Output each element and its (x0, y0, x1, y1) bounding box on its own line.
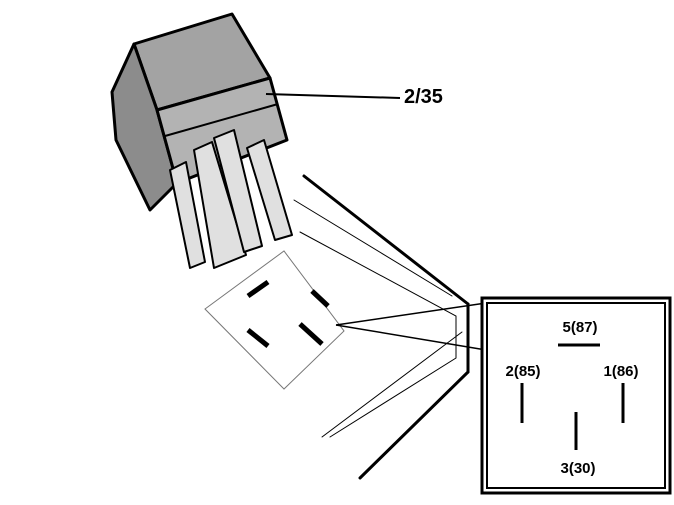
callout-lines (335, 302, 487, 351)
terminal-center-left (193, 141, 247, 269)
callout-line-bottom (335, 324, 487, 351)
footprint-slot-3 (298, 322, 324, 346)
relay-terminals (169, 129, 293, 269)
pinout-detail-box: 5(87) 2(85) 1(86) 3(30) (480, 296, 672, 495)
relay (110, 12, 289, 212)
socket-inner-rim (293, 199, 453, 297)
terminal-right (246, 139, 293, 241)
socket-bottom-edge (358, 370, 470, 480)
part-label: 2/35 (404, 86, 443, 108)
pin-1-label: 1(86) (603, 363, 638, 380)
socket-outer-edge (302, 174, 470, 306)
detail-box-inner (486, 302, 666, 489)
footprint-outline (204, 250, 345, 390)
part-label-leader (265, 93, 401, 99)
socket-footprint (204, 250, 345, 390)
footprint-slot-5 (246, 279, 270, 299)
pin-5-label: 5(87) (562, 319, 597, 336)
relay-socket-base (293, 174, 470, 480)
pin-2-label: 2(85) (505, 363, 540, 380)
callout-line-top (335, 302, 487, 326)
footprint-slot-1 (310, 289, 330, 308)
pin-3-label: 3(30) (560, 460, 595, 477)
socket-lower-rim (321, 331, 463, 438)
relay-front-seam (164, 103, 279, 137)
terminal-center (213, 129, 263, 253)
detail-box-outer (480, 296, 672, 495)
relay-body-front (155, 76, 289, 185)
terminal-left (169, 161, 206, 269)
footprint-slot-2 (246, 328, 270, 348)
